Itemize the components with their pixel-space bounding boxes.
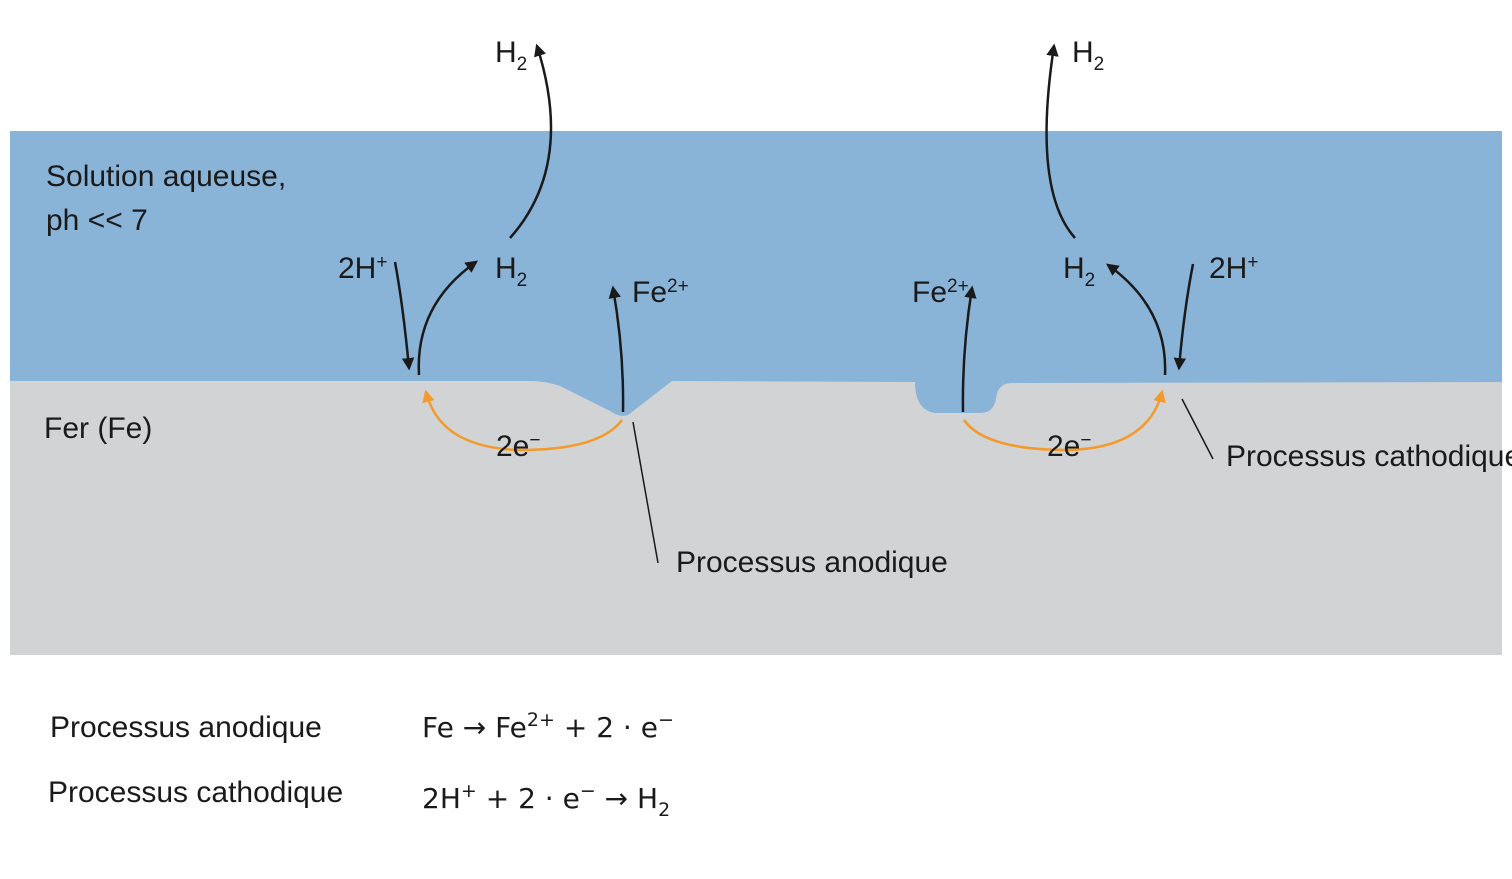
legend-cathodic-label: Processus cathodique — [48, 776, 343, 809]
solution-label-line1: Solution aqueuse, — [46, 160, 286, 193]
legend-cathodic-formula: 2H+ + 2 · e− → H2 — [422, 771, 670, 821]
electron-label-right: 2e− — [1047, 430, 1091, 463]
electron-flow-arrow-left — [422, 389, 624, 452]
electron-label-left: 2e− — [496, 430, 540, 463]
h2-release-arrow-right — [1045, 43, 1076, 239]
legend-anodic-formula: Fe → Fe2+ + 2 · e− — [422, 700, 674, 744]
anodic-process-label: Processus anodique — [676, 546, 948, 579]
legend-anodic-label: Processus anodique — [50, 711, 322, 744]
fe-ion-arrow-right — [961, 285, 977, 413]
h2-release-arrow-left — [509, 43, 553, 239]
solution-label-line2: ph << 7 — [46, 204, 148, 237]
anodic-leader-line — [632, 421, 659, 564]
h2-formation-arrow-left — [417, 260, 479, 376]
h-plus-in-arrow-left — [393, 261, 415, 371]
cathodic-process-label: Processus cathodique — [1226, 440, 1512, 473]
h-plus-label-left: 2H+ — [338, 252, 387, 285]
aqueous-solution-region — [10, 131, 1502, 416]
iron-metal-block — [10, 380, 1502, 655]
fe-ion-arrow-left — [608, 285, 625, 413]
h-plus-in-arrow-right — [1173, 263, 1195, 371]
h2-label-mid-right: H2 — [1063, 252, 1095, 291]
h2-formation-arrow-right — [1105, 263, 1167, 376]
h2-label-top-right: H2 — [1072, 36, 1104, 75]
h2-label-top-left: H2 — [495, 36, 527, 75]
metal-label: Fer (Fe) — [44, 412, 152, 445]
h2-label-mid-left: H2 — [495, 252, 527, 291]
electron-flow-arrow-right — [962, 389, 1166, 452]
fe-ion-label-left: Fe2+ — [632, 276, 689, 309]
fe-ion-label-right: Fe2+ — [912, 276, 969, 309]
cathodic-leader-line — [1181, 398, 1214, 460]
h-plus-label-right: 2H+ — [1209, 252, 1258, 285]
